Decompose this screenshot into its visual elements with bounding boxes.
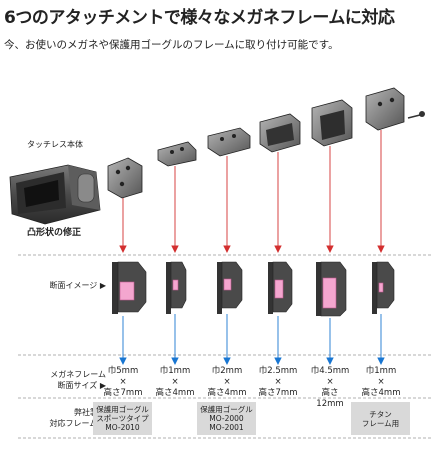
section-image-2	[166, 261, 187, 314]
device-label: タッチレス本体	[27, 140, 83, 149]
blue-arrows	[119, 314, 385, 366]
frame-size-label: メガネフレーム 断面サイズ ▶	[50, 370, 106, 390]
attachment-6	[365, 87, 405, 131]
screw-icon	[407, 111, 425, 119]
size-spec: 巾4.5mm×高さ12mm	[310, 366, 350, 409]
size-spec: 巾2mm×高さ4mm	[207, 366, 247, 398]
attachment-2	[157, 141, 197, 167]
section-image-5	[316, 261, 347, 317]
size-spec: 巾5mm×高さ7mm	[103, 366, 143, 398]
frame-tag-titanium: チタンフレーム用	[351, 402, 410, 435]
page-subtitle: 今、お使いのメガネや保護用ゴーグルのフレームに取り付け可能です。	[4, 39, 339, 51]
size-spec: 巾2.5mm×高さ7mm	[258, 366, 298, 398]
size-spec: 巾1mm×高さ4mm	[155, 366, 195, 398]
shape-fix-label: 凸形状の修正	[27, 228, 82, 238]
section-image-3	[217, 261, 243, 314]
attachment-5	[311, 99, 353, 147]
section-image-6	[372, 261, 395, 314]
attachment-3	[207, 127, 251, 157]
size-spec: 巾1mm×高さ4mm	[361, 366, 401, 398]
attachment-4	[259, 113, 301, 153]
attachment-1	[107, 157, 143, 199]
touchless-device	[9, 164, 101, 225]
red-arrows	[119, 130, 385, 254]
section-image-label: 断面イメージ ▶	[49, 281, 106, 290]
section-image-4	[268, 261, 293, 314]
section-image-1	[112, 261, 147, 314]
page-title: 6つのアタッチメントで様々なメガネフレームに対応	[4, 8, 395, 28]
compatible-frame-label: 弊社製品 対応フレーム ▶	[49, 408, 106, 428]
